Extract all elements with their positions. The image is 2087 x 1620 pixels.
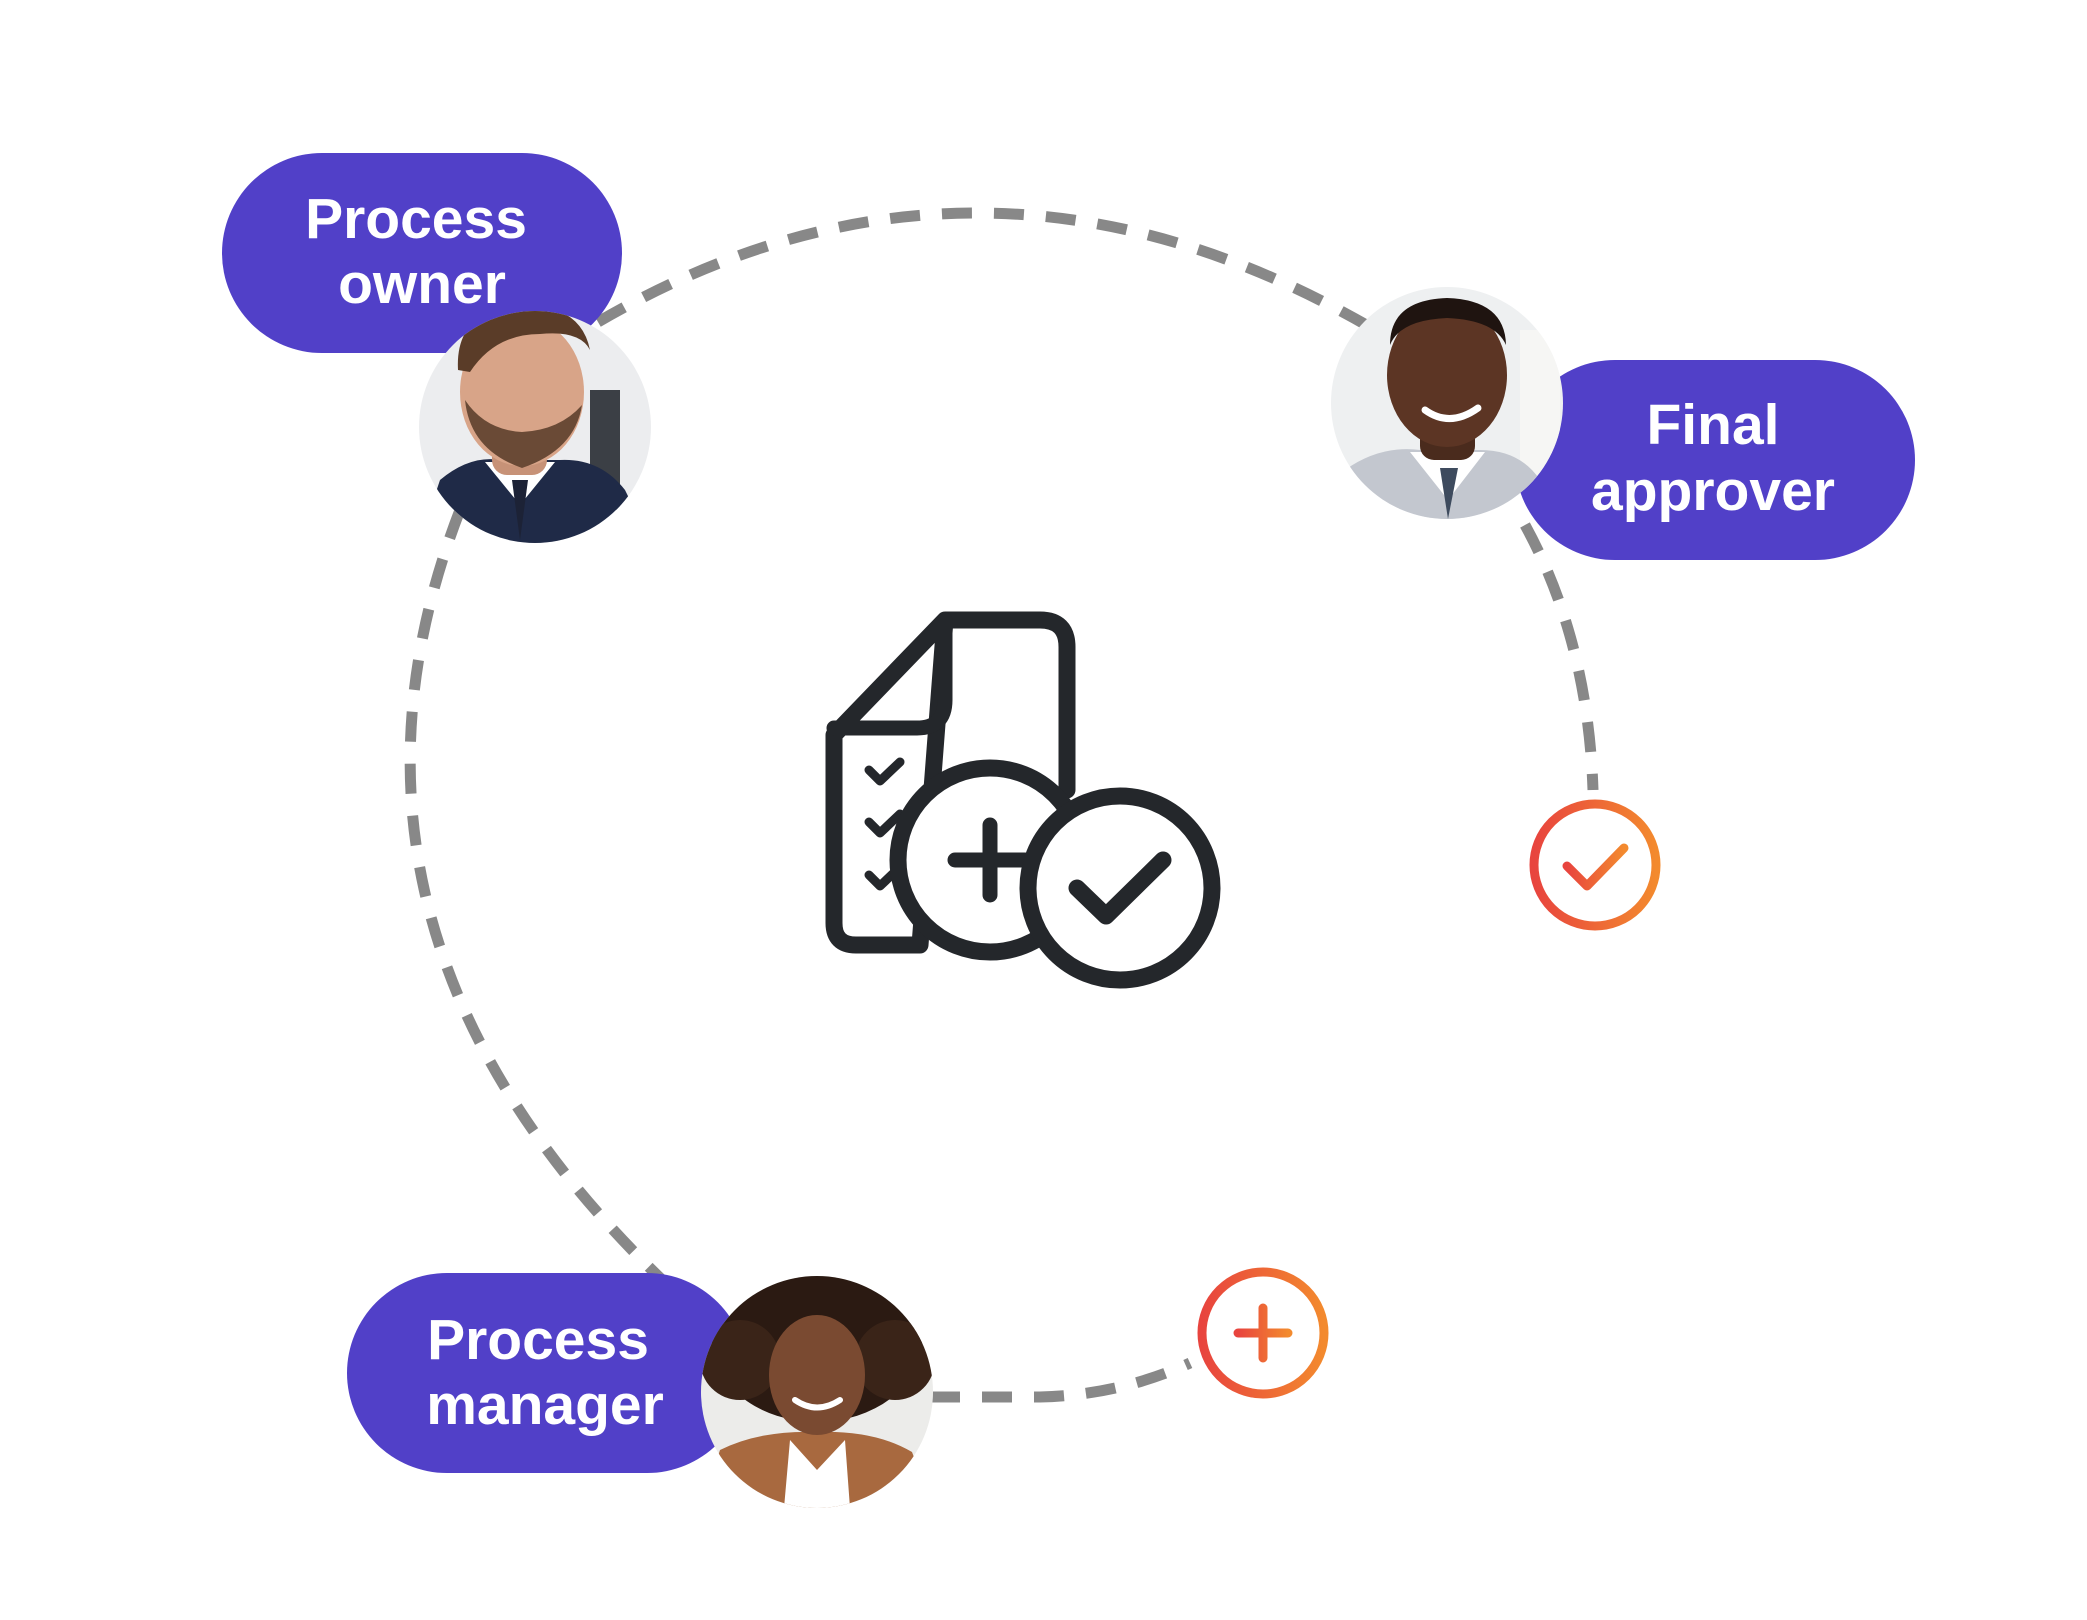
role-label-line-2: approver bbox=[1591, 459, 1835, 523]
plus-symbol bbox=[947, 817, 1033, 903]
checklist-mark-1 bbox=[864, 757, 905, 786]
role-label-line-2: manager bbox=[426, 1373, 664, 1437]
role-pill-process-manager bbox=[347, 1273, 747, 1473]
document-fold bbox=[826, 612, 953, 736]
role-label-line-2: owner bbox=[338, 252, 506, 316]
connector-lines bbox=[404, 207, 1599, 1403]
woman-curly-hair-avatar bbox=[701, 1276, 933, 1508]
man-suit-tie-avatar bbox=[1331, 287, 1563, 519]
document-add-approve-icon bbox=[825, 611, 1221, 989]
connector-owner-to-approver bbox=[595, 207, 1378, 335]
role-pill-final-approver bbox=[1515, 360, 1915, 560]
role-label-line-1: Final bbox=[1646, 393, 1779, 457]
role-process-owner: Process owner bbox=[222, 153, 651, 543]
approve-check-symbol bbox=[1068, 851, 1172, 925]
role-final-approver: Final approver bbox=[1331, 287, 1915, 560]
connector-owner-to-manager bbox=[404, 508, 704, 1320]
connector-manager-to-plus bbox=[930, 1357, 1193, 1403]
man-beard-suit-avatar bbox=[419, 311, 651, 543]
role-label-line-1: Process bbox=[305, 187, 527, 251]
role-label-line-1: Process bbox=[427, 1308, 649, 1372]
checklist-mark-2 bbox=[864, 809, 905, 838]
connector-approver-to-check bbox=[1520, 522, 1599, 791]
check-circle-icon bbox=[1529, 799, 1661, 931]
role-pill-process-owner bbox=[222, 153, 622, 353]
document-outline bbox=[825, 611, 1076, 954]
role-process-manager: Process manager bbox=[347, 1273, 933, 1508]
approve-circle bbox=[1019, 787, 1221, 989]
plus-circle-icon bbox=[1197, 1267, 1329, 1399]
